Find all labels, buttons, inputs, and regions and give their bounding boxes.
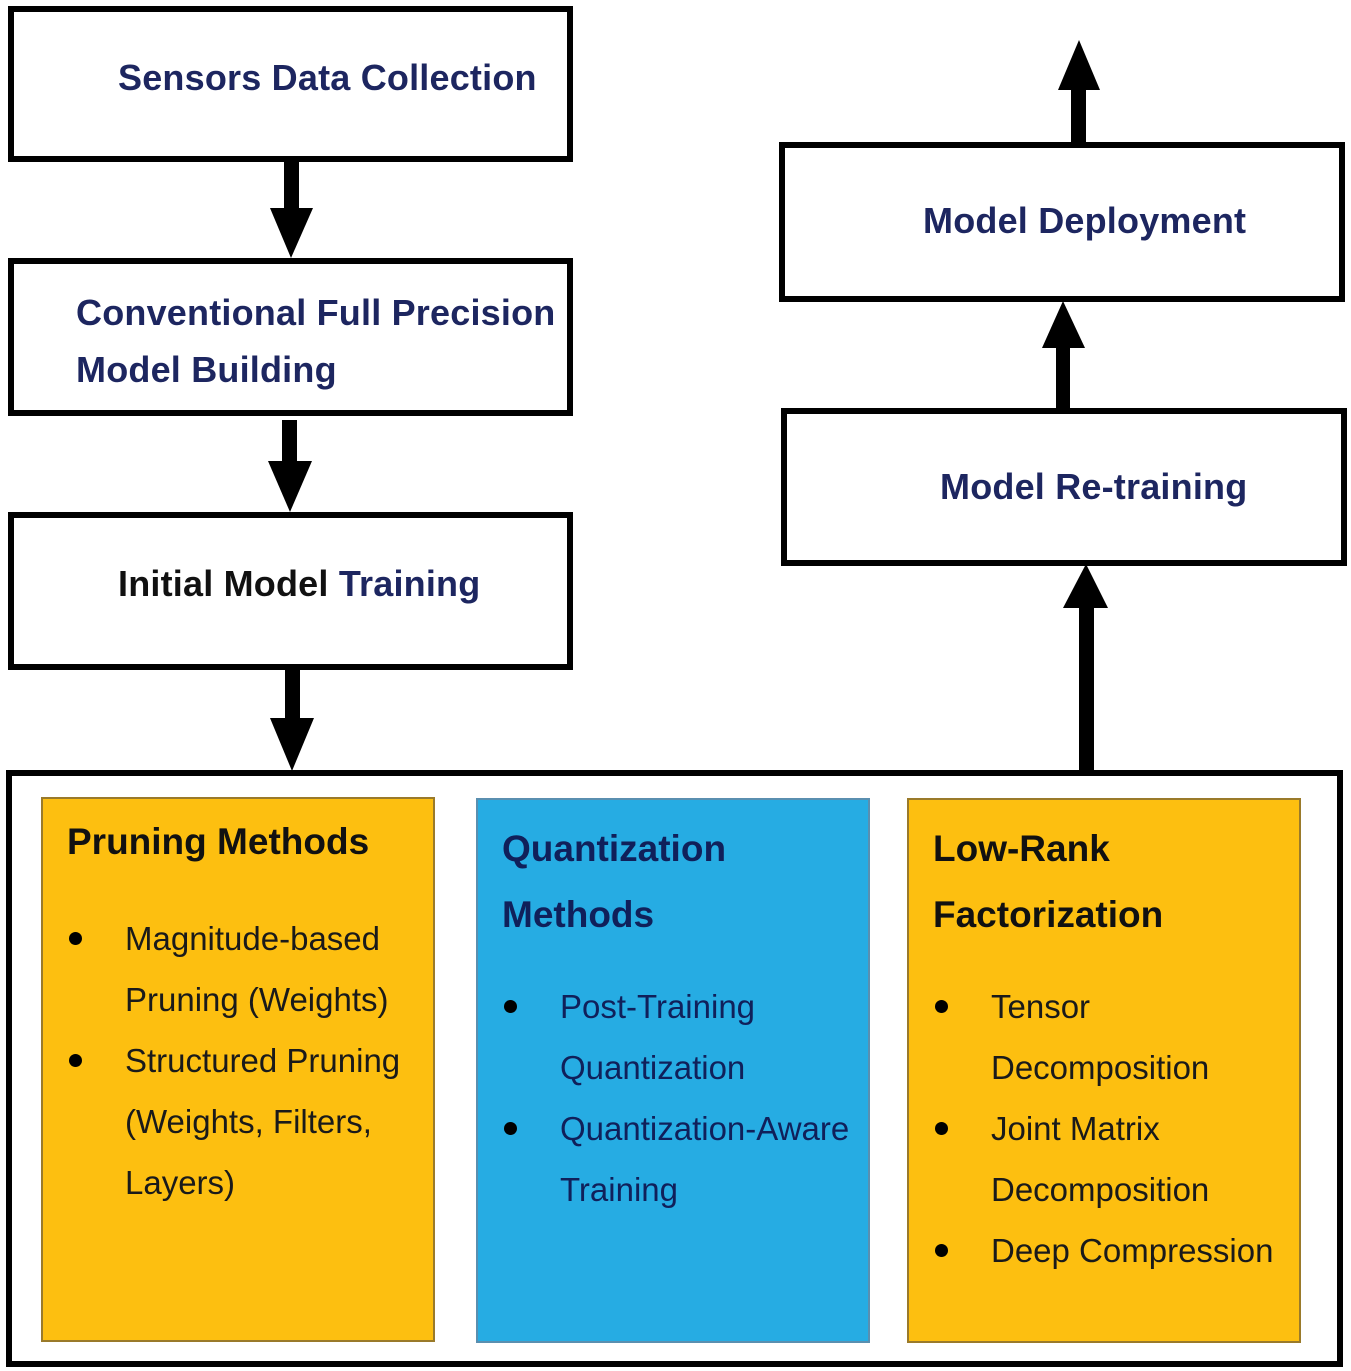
lowrank-title-line1: Low-Rank <box>933 828 1110 869</box>
conventional-model-building-box: Conventional Full Precision Model Buildi… <box>8 258 573 416</box>
conventional-label-line2: Model Building <box>76 349 337 390</box>
lowrank-item-tensor-line2: Decomposition <box>991 1049 1210 1086</box>
pruning-item-structured-line3: Layers) <box>125 1164 236 1201</box>
lowrank-item-joint-matrix-line2: Decomposition <box>991 1171 1210 1208</box>
sensors-data-collection-box: Sensors Data Collection <box>8 6 573 162</box>
arrow-deployment-up <box>1058 40 1100 148</box>
quantization-item-post-training-line1: Post-Training <box>560 988 756 1025</box>
arrow-initial-to-methods <box>270 668 314 771</box>
model-retraining-box: Model Re-training <box>781 408 1347 566</box>
pruning-item-structured-line2: (Weights, Filters, <box>125 1103 372 1140</box>
lowrank-item-joint-matrix-line1: Joint Matrix <box>991 1110 1160 1147</box>
model-deployment-box: Model Deployment <box>779 142 1345 302</box>
bullet-icon <box>69 1054 82 1067</box>
arrow-sensors-to-conventional <box>270 155 313 258</box>
quantization-item-post-training-line2: Quantization <box>560 1049 746 1086</box>
lowrank-item-tensor-line1: Tensor <box>991 988 1091 1025</box>
bullet-icon <box>935 1244 948 1257</box>
pruning-methods-title: Pruning Methods <box>67 821 370 862</box>
pruning-item-structured-line1: Structured Pruning <box>125 1042 401 1079</box>
bullet-icon <box>69 932 82 945</box>
model-retraining-label: Model Re-training <box>940 466 1248 507</box>
arrow-conventional-to-initial <box>268 420 312 512</box>
bullet-icon <box>504 1122 517 1135</box>
quantization-title-line1: Quantization <box>502 828 727 869</box>
quantization-title-line2: Methods <box>502 894 655 935</box>
lowrank-item-deep-compression: Deep Compression <box>909 1220 1273 1281</box>
conventional-model-building-label: Conventional Full Precision Model Buildi… <box>76 284 555 398</box>
initial-label-part2: Training <box>338 563 481 604</box>
pruning-item-magnitude-line1: Magnitude-based <box>125 920 381 957</box>
arrow-retraining-to-deployment <box>1042 301 1085 412</box>
initial-label-part1: Initial Model <box>118 563 339 604</box>
lowrank-title-line2: Factorization <box>933 894 1164 935</box>
lowrank-item-deep-compression-line1: Deep Compression <box>991 1232 1274 1269</box>
sensors-data-collection-label: Sensors Data Collection <box>118 57 537 98</box>
low-rank-factorization-title: Low-Rank Factorization <box>933 816 1163 948</box>
quantization-item-aware-line1: Quantization-Aware <box>560 1110 850 1147</box>
quantization-methods-title: Quantization Methods <box>502 816 726 948</box>
bullet-icon <box>935 1000 948 1013</box>
pruning-item-magnitude-line2: Pruning (Weights) <box>125 981 389 1018</box>
arrow-methods-to-retraining <box>1063 564 1108 774</box>
initial-model-training-box: Initial Model Training <box>8 512 573 670</box>
pruning-item-structured: Structured Pruning (Weights, Filters, Laye… <box>43 1030 400 1213</box>
conventional-label-line1: Conventional Full Precision <box>76 292 556 333</box>
quantization-item-aware-line2: Training <box>560 1171 678 1208</box>
bullet-icon <box>504 1000 517 1013</box>
model-deployment-label: Model Deployment <box>923 200 1247 241</box>
bullet-icon <box>935 1122 948 1135</box>
initial-model-training-label: Initial Model Training <box>118 563 480 605</box>
